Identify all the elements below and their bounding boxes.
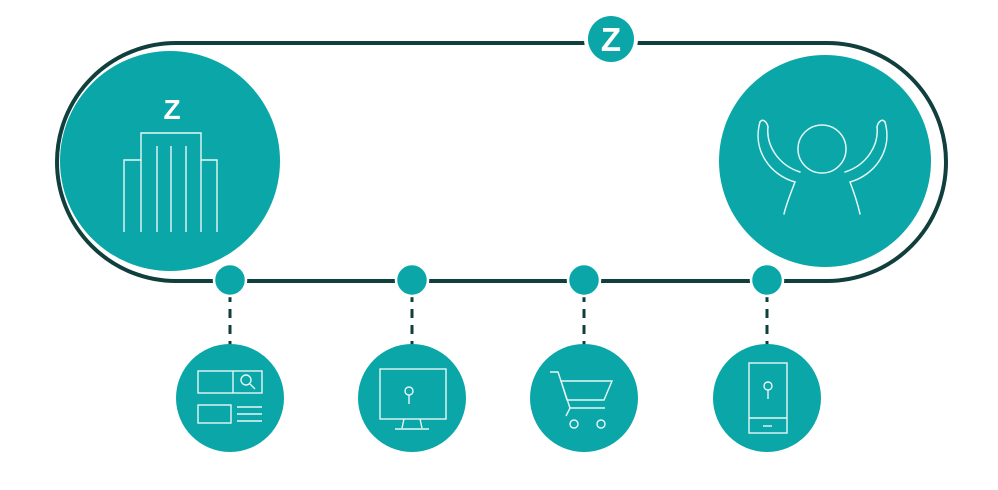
touchpoint-desktop	[358, 344, 466, 452]
mobile-phone-pin-icon	[748, 362, 788, 434]
track-dots	[212, 262, 785, 298]
touchpoint-web	[176, 344, 284, 452]
person-celebrating-icon	[757, 119, 888, 215]
track-dot	[566, 262, 602, 298]
brand-badge-letter: Z	[601, 21, 621, 58]
shopping-cart-icon	[550, 371, 614, 429]
customer-node	[719, 55, 931, 267]
touchpoint-connectors	[228, 293, 769, 345]
track-dot	[212, 262, 248, 298]
track-dot	[749, 262, 785, 298]
touchpoint-shop	[530, 344, 638, 452]
track-dot	[394, 262, 430, 298]
company-node: Z	[60, 51, 280, 271]
building-letter: Z	[163, 94, 180, 125]
brand-badge: Z	[584, 12, 638, 66]
building-icon: Z	[123, 94, 218, 232]
web-search-layout-icon	[197, 370, 263, 424]
desktop-monitor-pin-icon	[379, 368, 447, 430]
touchpoint-mobile	[713, 344, 821, 452]
journey-track	[55, 41, 948, 283]
